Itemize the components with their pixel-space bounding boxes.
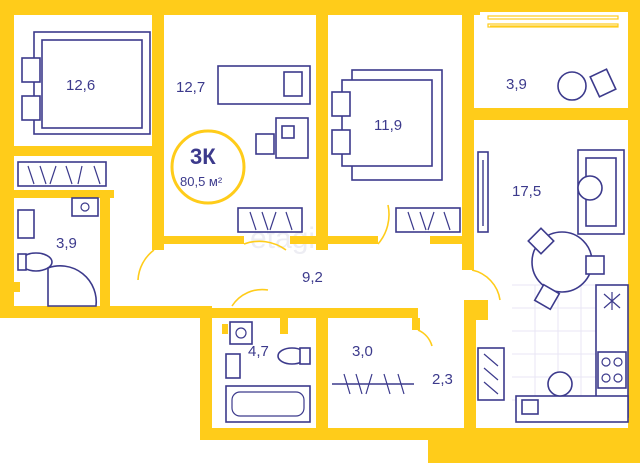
toilet-tank bbox=[17, 253, 27, 271]
washing-machine bbox=[71, 197, 99, 217]
pillow bbox=[331, 129, 351, 155]
pillow bbox=[283, 71, 303, 97]
entrance: 2,3 bbox=[432, 347, 505, 401]
washing-machine bbox=[229, 321, 253, 345]
room-area-label: 3,9 bbox=[506, 76, 527, 93]
apartment-badge bbox=[170, 129, 246, 205]
room-area-label: 2,3 bbox=[432, 371, 453, 388]
double-bed bbox=[41, 39, 143, 129]
bedroom-3: 11,9 bbox=[331, 69, 461, 233]
stove bbox=[597, 351, 627, 389]
balcony: 3,9 bbox=[506, 68, 617, 101]
room-area-label: 12,6 bbox=[66, 77, 95, 94]
chair bbox=[585, 255, 605, 275]
pillow bbox=[21, 95, 41, 121]
kitchen-living: 17,5 bbox=[477, 149, 629, 423]
room-area-label: 4,7 bbox=[248, 343, 269, 360]
pillow bbox=[331, 91, 351, 117]
apartment-type: 3К bbox=[190, 144, 216, 169]
double-bed bbox=[341, 79, 433, 167]
room-area-label: 3,9 bbox=[56, 235, 77, 252]
bedroom-1: 12,6 bbox=[17, 31, 151, 187]
hallway: 9,2 bbox=[302, 269, 323, 286]
office-chair bbox=[255, 133, 275, 155]
person-seated bbox=[577, 175, 603, 201]
chair bbox=[527, 227, 555, 255]
sink bbox=[17, 209, 35, 239]
bathroom-2: 4,7 bbox=[225, 321, 311, 423]
toilet-tank bbox=[299, 347, 311, 365]
room-area-label: 11,9 bbox=[374, 117, 402, 134]
sink bbox=[225, 353, 241, 379]
round-table bbox=[557, 71, 587, 101]
chair bbox=[533, 283, 561, 311]
bathroom-1: 3,9 bbox=[17, 197, 99, 307]
bedroom-2: 12,7 3К 80,5 м² bbox=[170, 65, 311, 233]
room-area-label: 9,2 bbox=[302, 269, 323, 286]
wardrobe-rack bbox=[17, 161, 107, 187]
room-area-label: 17,5 bbox=[512, 183, 541, 200]
wardrobe-rack bbox=[237, 207, 303, 233]
shower-tray bbox=[47, 265, 98, 307]
person-cooking bbox=[547, 371, 573, 397]
monitor bbox=[281, 125, 295, 139]
doors bbox=[137, 204, 501, 347]
room-area-label: 12,7 bbox=[176, 79, 205, 96]
chair bbox=[589, 68, 617, 98]
sink bbox=[521, 399, 539, 415]
apartment-total-area: 80,5 м² bbox=[180, 174, 223, 189]
wardrobe: 3,0 bbox=[332, 343, 414, 395]
room-area-label: 3,0 bbox=[352, 343, 373, 360]
pillow bbox=[21, 57, 41, 83]
